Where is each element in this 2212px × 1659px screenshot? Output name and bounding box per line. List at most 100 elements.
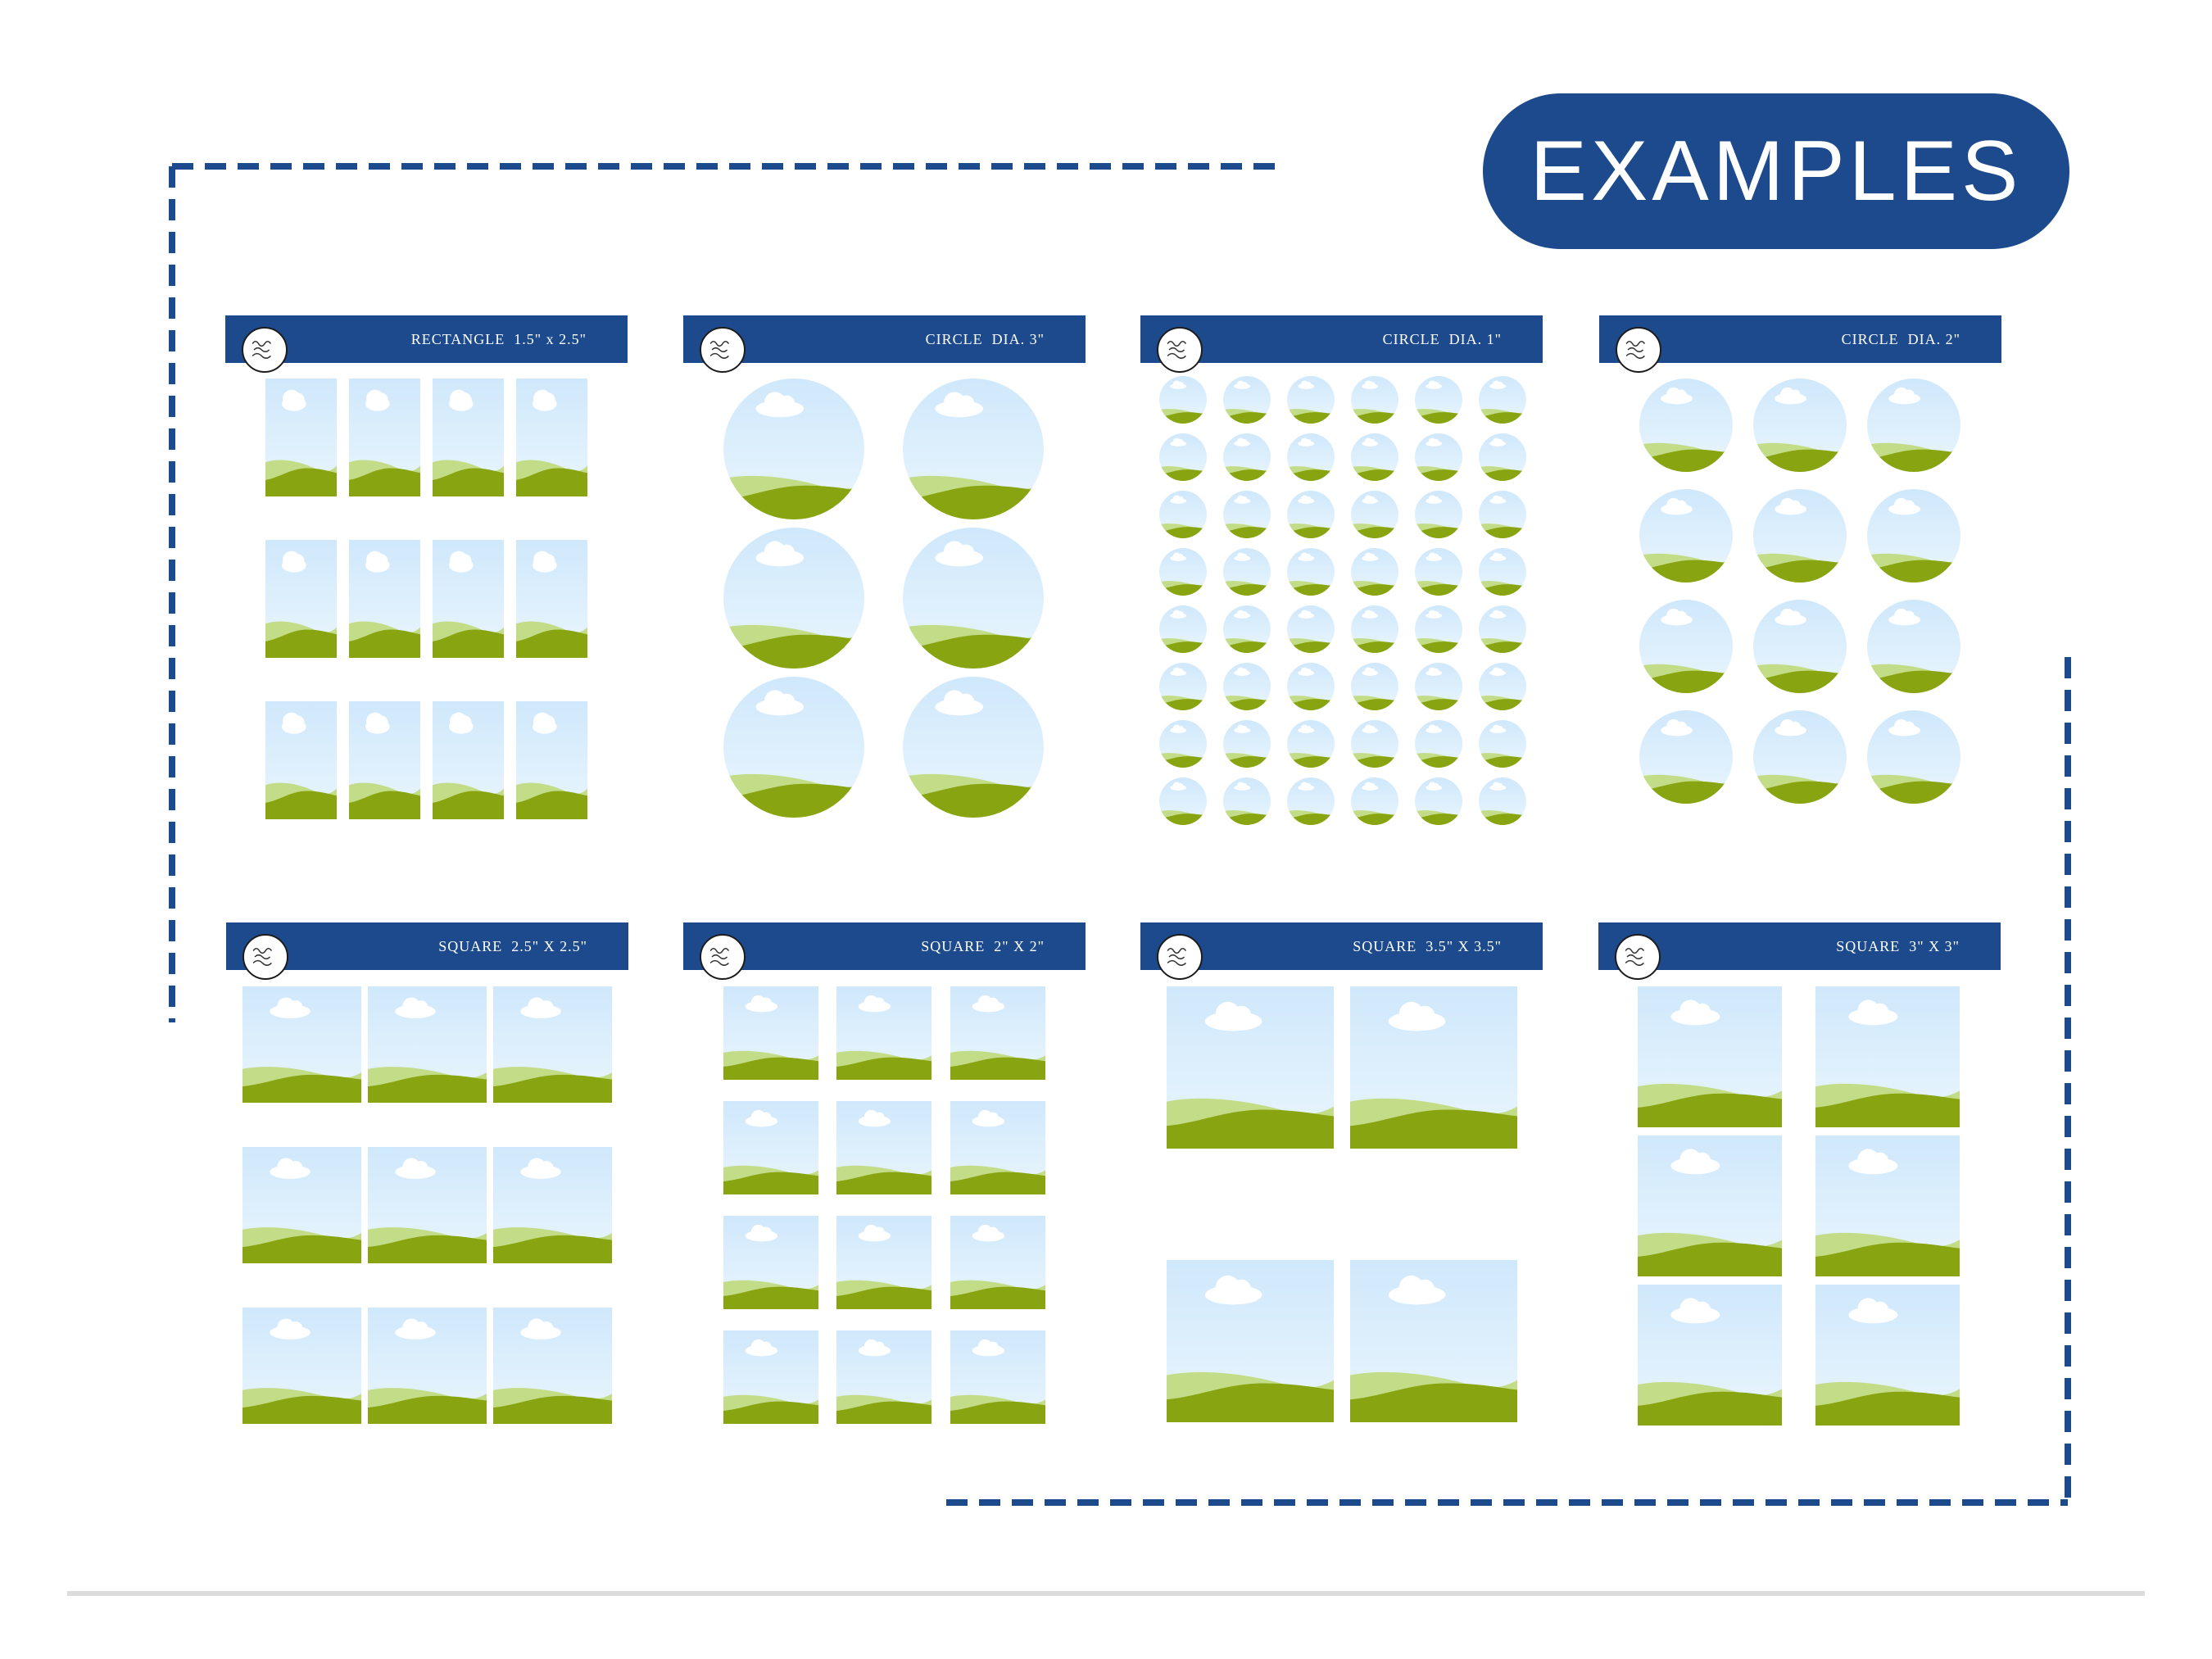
hill-dark	[493, 1074, 612, 1103]
square-sticker	[1638, 1135, 1782, 1276]
circle-sticker	[1351, 548, 1398, 596]
cloud-icon	[1888, 497, 1920, 515]
circle-sticker	[1639, 600, 1733, 693]
circle-sticker	[1223, 777, 1271, 825]
hill-dark	[1159, 814, 1207, 825]
cloud-icon	[1234, 437, 1251, 446]
circle-sticker	[1867, 489, 1960, 582]
hill-dark	[723, 1286, 818, 1309]
cloud-icon	[1298, 495, 1315, 504]
hill-dark	[723, 1057, 818, 1080]
cloud-icon	[533, 712, 557, 734]
circle-sticker	[903, 528, 1044, 669]
hill-dark	[243, 1074, 361, 1103]
hill-dark	[1415, 699, 1462, 710]
hill-dark	[1639, 670, 1733, 693]
circle-sticker	[1287, 376, 1335, 424]
hill-dark	[433, 791, 504, 819]
hill-dark	[1415, 584, 1462, 596]
square-sticker	[836, 986, 931, 1080]
cloud-icon	[449, 712, 474, 734]
hill-dark	[493, 1235, 612, 1263]
cloud-icon	[1426, 437, 1443, 446]
hill-dark	[1867, 670, 1960, 693]
cloud-icon	[1362, 552, 1379, 561]
hill-dark	[1159, 527, 1207, 538]
hill-dark	[1223, 527, 1271, 538]
circle-sticker	[1351, 663, 1398, 710]
panel-square-2x2: SQUARE 2" X 2"	[683, 922, 1086, 1447]
cloud-icon	[1775, 608, 1806, 626]
square-sticker	[836, 1330, 931, 1424]
cloud-icon	[1426, 724, 1443, 733]
brand-logo-icon	[242, 327, 288, 373]
cloud-icon	[1670, 1298, 1720, 1324]
bottom-divider	[67, 1591, 2145, 1596]
hill-dark	[1351, 527, 1398, 538]
cloud-icon	[282, 389, 306, 411]
cloud-icon	[1234, 552, 1251, 561]
hill-dark	[723, 1172, 818, 1194]
hill-dark	[723, 783, 864, 818]
cloud-icon	[972, 1109, 1005, 1127]
cloud-icon	[270, 997, 310, 1019]
square-sticker	[493, 986, 612, 1103]
circle-sticker	[1479, 491, 1526, 538]
square-sticker	[1815, 1285, 1960, 1426]
circle-sticker	[1639, 489, 1733, 582]
cloud-icon	[1298, 724, 1315, 733]
square-sticker	[1167, 1260, 1334, 1422]
hill-dark	[368, 1395, 487, 1424]
cloud-icon	[1426, 782, 1443, 791]
cloud-icon	[1489, 782, 1507, 791]
panel-circle-dia-2: CIRCLE DIA. 2"	[1599, 315, 2001, 840]
hill-dark	[349, 468, 420, 496]
cloud-icon	[1848, 1149, 1898, 1175]
examples-title: EXAMPLES	[1530, 123, 2023, 219]
hill-dark	[1223, 412, 1271, 424]
cloud-icon	[395, 1158, 436, 1180]
circle-sticker	[1223, 548, 1271, 596]
cloud-icon	[1888, 387, 1920, 405]
brand-logo-icon	[243, 934, 288, 980]
cloud-icon	[1670, 1149, 1720, 1175]
circle-sticker	[1753, 600, 1847, 693]
hill-dark	[368, 1235, 487, 1263]
square-sticker	[950, 1330, 1045, 1424]
hill-dark	[950, 1401, 1045, 1424]
square-sticker	[1815, 1135, 1960, 1276]
square-sticker	[723, 1330, 818, 1424]
hill-dark	[1815, 1391, 1960, 1426]
rectangle-sticker	[265, 540, 337, 658]
circle-sticker	[1223, 433, 1271, 481]
hill-dark	[1415, 814, 1462, 825]
hill-dark	[1479, 756, 1526, 768]
cloud-icon	[745, 1339, 778, 1357]
panel-label: SQUARE 3" X 3"	[1836, 937, 1960, 954]
hill-dark	[368, 1074, 487, 1103]
cloud-icon	[1234, 667, 1251, 676]
panel-header: CIRCLE DIA. 2"	[1599, 315, 2001, 363]
circle-sticker	[1753, 378, 1847, 472]
cloud-icon	[395, 1318, 436, 1340]
circle-sticker	[1753, 710, 1847, 804]
cloud-icon	[1489, 437, 1507, 446]
circle-sticker	[1753, 489, 1847, 582]
panel-rectangle-1-5x2-5: RECTANGLE 1.5" x 2.5"	[225, 315, 628, 840]
hill-dark	[950, 1057, 1045, 1080]
circle-sticker	[1639, 710, 1733, 804]
hill-dark	[1159, 584, 1207, 596]
hill-dark	[433, 468, 504, 496]
panel-square-3x3: SQUARE 3" X 3"	[1598, 922, 2001, 1447]
circle-sticker	[1415, 605, 1462, 653]
hill-dark	[1638, 1242, 1782, 1276]
circle-sticker	[1351, 491, 1398, 538]
circle-sticker	[1223, 605, 1271, 653]
square-sticker	[836, 1101, 931, 1194]
cloud-icon	[972, 1339, 1005, 1357]
hill-dark	[1351, 469, 1398, 481]
hill-dark	[1753, 781, 1847, 804]
cloud-icon	[365, 389, 390, 411]
rectangle-sticker	[265, 701, 337, 819]
cloud-icon	[1170, 782, 1187, 791]
